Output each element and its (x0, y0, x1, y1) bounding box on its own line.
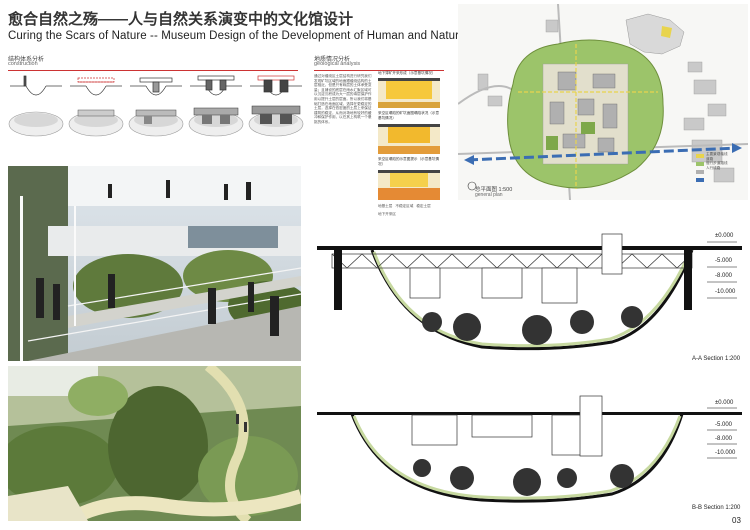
geology-legend-item: 稳定土层 (416, 204, 431, 208)
section-bb-label: B-B Section 1:200 (692, 505, 741, 511)
bb-elev-0: ±0.000 (715, 400, 734, 406)
geology-legend: 地基土层 不稳定区域 稳定土层 地下开采区 (378, 204, 444, 216)
construction-step-1 (10, 75, 62, 96)
arrow-left-icon (464, 155, 474, 165)
construction-diagrams (8, 75, 304, 137)
construction-step-3 (130, 77, 182, 96)
construction-step-4 (190, 75, 242, 96)
aa-elev-10: -10.000 (715, 289, 736, 295)
site-legend-item: 道路 (706, 156, 714, 161)
geology-legend-item: 地下开采区 (378, 211, 396, 216)
site-plan (458, 4, 748, 200)
geology-divider (314, 70, 444, 71)
china-map-icon (625, 13, 685, 55)
people-silhouettes (36, 180, 279, 336)
bb-elev-8: -8.000 (715, 436, 733, 442)
north-arrow-icon (467, 181, 477, 191)
construction-step-2 (70, 77, 122, 96)
aa-elev-0: ±0.000 (715, 233, 734, 239)
site-plan-legend-labels: 主要景观轴线 道路 慢行步道路线 人行线路 (706, 152, 748, 170)
page-number: 03 (732, 516, 741, 525)
section-aa-drawing (312, 233, 742, 362)
site-legend-item: 主要景观轴线 (706, 152, 728, 156)
section-aa-trees (422, 306, 643, 345)
construction-3d-row (8, 105, 304, 137)
geology-diagram-1 (378, 78, 440, 108)
render-garden-path (8, 366, 301, 521)
geology-diagram-label-2: 采空区塌陷的矿坑面图塌陷状况（示意基坑情况） (378, 111, 440, 120)
geology-legend-item: 不稳定区域 (395, 204, 414, 208)
construction-step-5 (250, 75, 302, 96)
site-legend-item: 人行线路 (706, 165, 721, 170)
site-plan-title-cn: 总平面图 1:500 (475, 187, 513, 193)
site-legend (696, 154, 704, 182)
arrow-right-icon (732, 143, 742, 153)
aa-elev-5: -5.000 (715, 258, 733, 264)
geology-body-text: 通过对缠绕区土层结构进行研究我们发现矿坑区域的地面跟缠绕结构的土层相近，但是只有… (314, 74, 372, 124)
geology-diagram-label-1: 地下薄矿开采形成（示意基坑情况） (378, 71, 436, 75)
section-bb-drawing (317, 395, 742, 503)
geology-diagram-3 (378, 170, 440, 200)
section-aa-label: A-A Section 1:200 (692, 356, 741, 362)
geology-heading-cn: 地质情况分析 (314, 57, 351, 63)
construction-heading-cn: 结构体系分析 (8, 57, 45, 63)
site-legend-item: 慢行步道路线 (706, 161, 728, 166)
site-plan-title-en: general plan (475, 192, 503, 198)
page-title-en: Curing the Scars of Nature -- Museum Des… (8, 30, 466, 42)
geology-diagram-label-3: 采空区塌陷的示意图提示（示意基坑情况） (378, 157, 440, 166)
geology-heading-en: geological analysis (314, 61, 361, 67)
render-interior-walkway (8, 166, 301, 361)
geology-diagram-2 (378, 124, 440, 154)
geology-legend-item: 地基土层 (378, 204, 393, 208)
aa-elev-8: -8.000 (715, 273, 733, 279)
construction-divider (8, 70, 298, 71)
bb-elev-10: -10.000 (715, 450, 736, 456)
page-title-cn: 愈合自然之殇——人与自然关系演变中的文化馆设计 (8, 11, 354, 28)
bb-elev-5: -5.000 (715, 422, 733, 428)
construction-heading-en: construction (8, 61, 38, 67)
main-axis-arrow (467, 146, 739, 162)
section-bb-trees (413, 459, 634, 496)
